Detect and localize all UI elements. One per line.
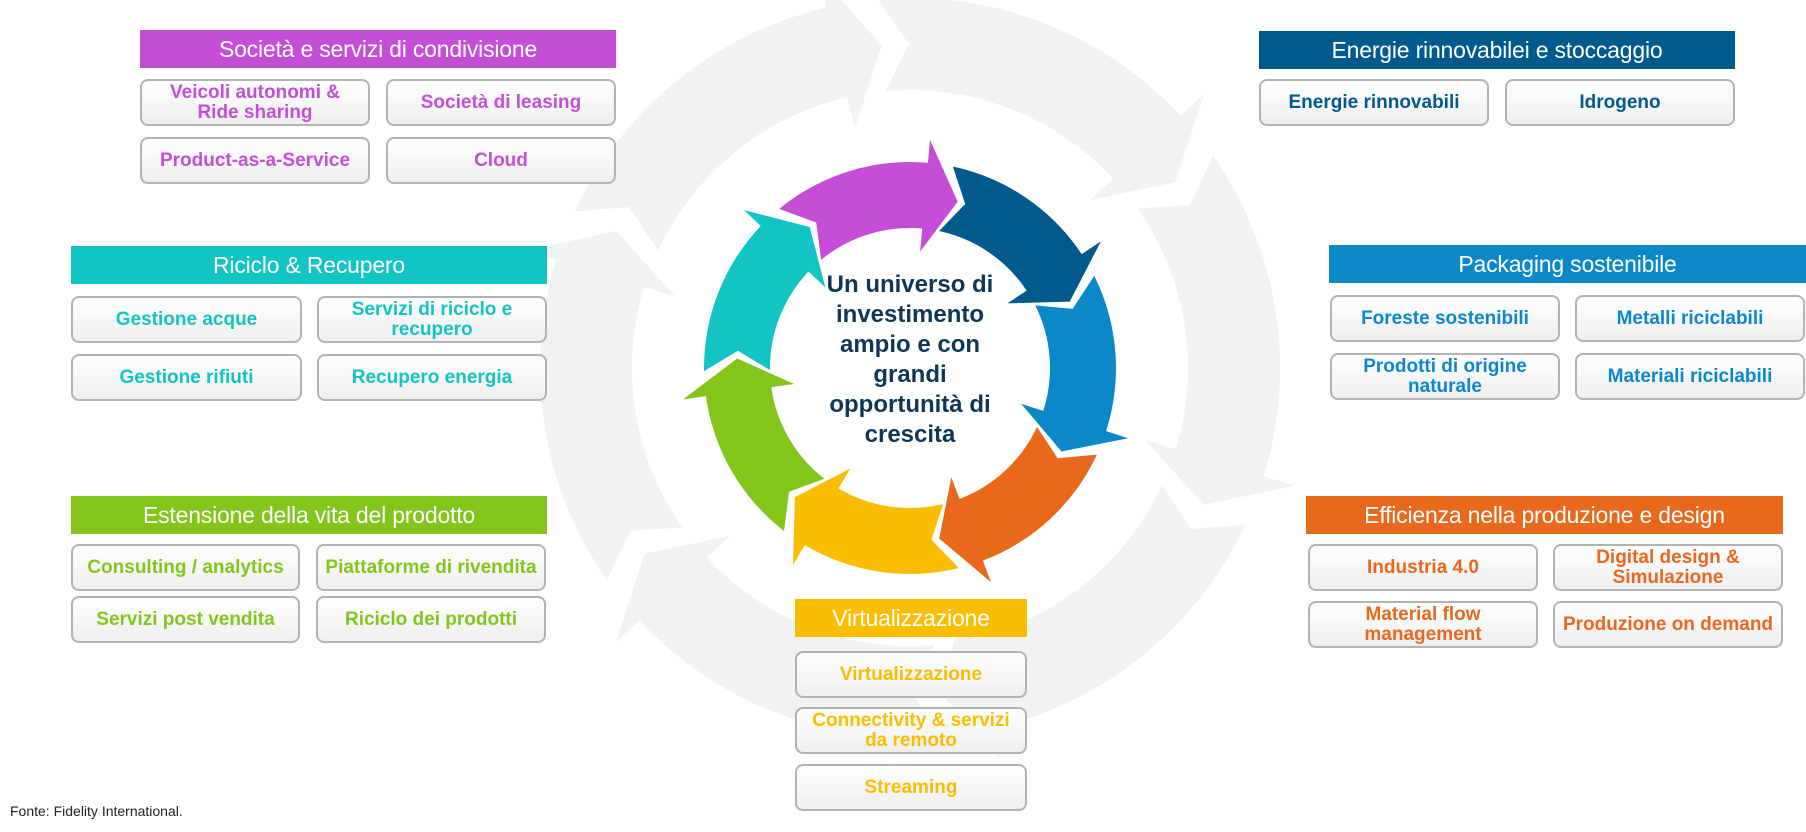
item-after-sales-services: Servizi post vendita — [71, 596, 300, 643]
item-autonomous-vehicles: Veicoli autonomi & Ride sharing — [140, 79, 370, 126]
background-arrow-segment — [525, 231, 683, 581]
group-production-efficiency: Efficienza nella produzione e design Ind… — [1306, 496, 1783, 648]
item-recycling-services: Servizi di riciclo e recupero — [317, 296, 547, 343]
group-product-life-extension: Estensione della vita del prodotto Consu… — [71, 496, 547, 643]
item-hydrogen: Idrogeno — [1505, 79, 1735, 126]
item-connectivity: Connectivity & servizi da remoto — [795, 707, 1027, 754]
group-sharing-header: Società e servizi di condivisione — [140, 30, 616, 68]
item-leasing: Società di leasing — [386, 79, 616, 126]
item-digital-design: Digital design & Simulazione — [1553, 544, 1783, 591]
item-virtualization: Virtualizzazione — [795, 651, 1027, 698]
group-recycling: Riciclo & Recupero Gestione acque Serviz… — [71, 246, 547, 401]
group-virtualization: Virtualizzazione Virtualizzazione Connec… — [795, 599, 1027, 811]
cycle-arrow-segment — [704, 210, 826, 372]
item-consulting-analytics: Consulting / analytics — [71, 544, 300, 591]
cycle-arrow-segment — [1021, 275, 1129, 452]
source-note: Fonte: Fidelity International. — [10, 803, 183, 819]
item-natural-products: Prodotti di origine naturale — [1330, 353, 1560, 400]
item-material-flow: Material flow management — [1308, 601, 1538, 648]
item-recyclable-materials: Materiali riciclabili — [1575, 353, 1805, 400]
group-sharing-services: Società e servizi di condivisione Veicol… — [140, 30, 616, 185]
item-energy-recovery: Recupero energia — [317, 354, 547, 401]
item-product-as-a-service: Product-as-a-Service — [140, 137, 370, 184]
item-waste-management: Gestione rifiuti — [71, 354, 302, 401]
item-on-demand-production: Produzione on demand — [1553, 601, 1783, 648]
group-sustainable-packaging: Packaging sostenibile Foreste sostenibil… — [1329, 245, 1806, 401]
center-title: Un universo di investimento ampio e con … — [826, 271, 994, 448]
group-recycling-header: Riciclo & Recupero — [71, 246, 547, 284]
group-efficiency-header: Efficienza nella produzione e design — [1306, 496, 1783, 534]
group-packaging-header: Packaging sostenibile — [1329, 245, 1806, 283]
item-cloud: Cloud — [386, 137, 616, 184]
background-arrow-segment — [574, 0, 882, 251]
cycle-arrow-segment — [792, 468, 959, 574]
item-sustainable-forests: Foreste sostenibili — [1330, 295, 1560, 342]
background-arrow-segment — [1137, 155, 1295, 505]
cycle-arrow-segment — [779, 139, 958, 260]
item-recyclable-metals: Metalli riciclabili — [1575, 295, 1805, 342]
cycle-arrow-segment — [939, 426, 1097, 583]
cycle-arrow-segment — [683, 358, 825, 531]
background-arrow-segment — [878, 0, 1205, 201]
item-water-management: Gestione acque — [71, 296, 302, 343]
group-lifecycle-header: Estensione della vita del prodotto — [71, 496, 547, 534]
item-resale-platforms: Piattaforme di rivendita — [316, 544, 546, 591]
item-product-recycling: Riciclo dei prodotti — [316, 596, 546, 643]
cycle-arrow-segment — [939, 166, 1101, 304]
item-renewable-energy: Energie rinnovabili — [1259, 79, 1489, 126]
group-virtualization-header: Virtualizzazione — [795, 599, 1027, 637]
item-streaming: Streaming — [795, 764, 1027, 811]
item-industry-4: Industria 4.0 — [1308, 544, 1538, 591]
group-renewable-energy: Energie rinnovabilei e stoccaggio Energi… — [1259, 31, 1735, 128]
group-energy-header: Energie rinnovabilei e stoccaggio — [1259, 31, 1735, 69]
